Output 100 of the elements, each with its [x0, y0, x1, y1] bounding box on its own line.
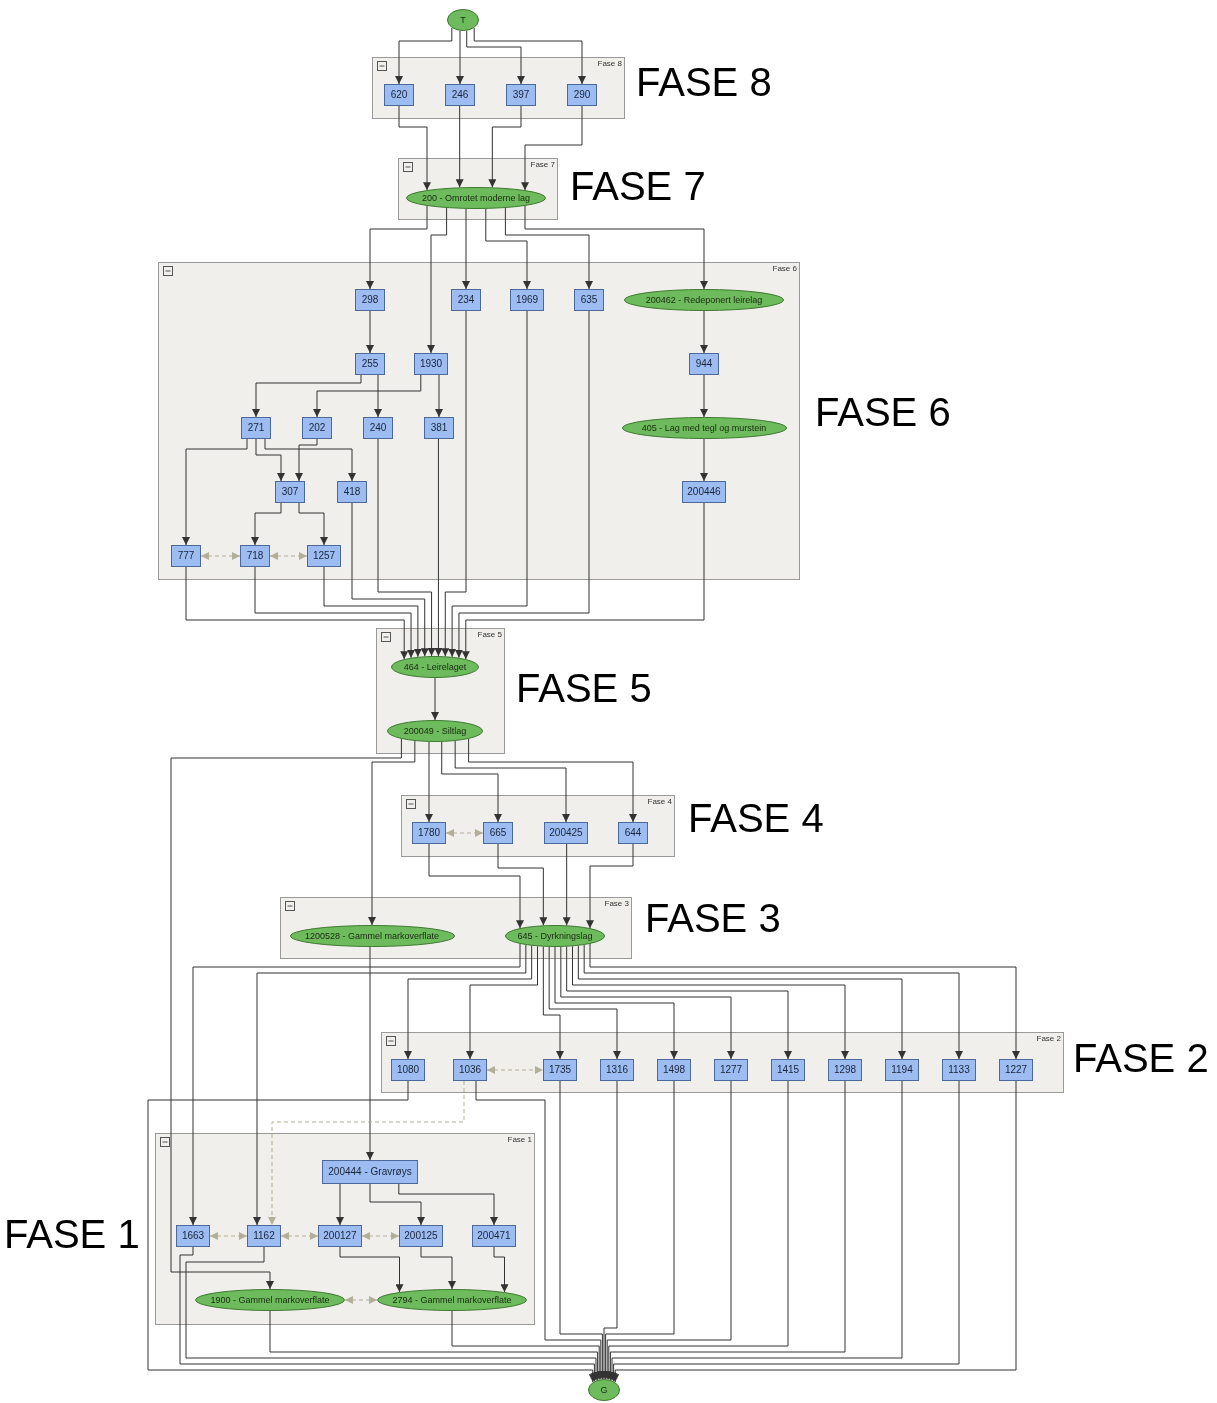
unit-ellipse: 200 - Omrotet moderne lag	[406, 187, 546, 209]
unit-box: 298	[355, 289, 385, 311]
arrow	[427, 207, 448, 354]
arrow	[189, 943, 521, 1226]
phase-label: Fase 3	[604, 900, 629, 908]
phase-heading: FASE 7	[570, 166, 706, 206]
arrow	[369, 1183, 425, 1226]
unit-box: 1162	[247, 1225, 281, 1247]
arrow	[466, 30, 525, 85]
arrow	[254, 566, 416, 659]
dashed-double-arrow	[361, 1232, 400, 1240]
unit-box: 397	[506, 84, 536, 106]
unit-box: 1735	[543, 1059, 577, 1081]
dashed-arrow	[268, 1080, 465, 1226]
unit-ellipse: 645 - Dyrkningslag	[505, 925, 605, 947]
arrow	[524, 205, 708, 290]
unit-box: 944	[689, 353, 719, 375]
arrow	[252, 374, 362, 418]
arrow	[434, 438, 443, 657]
dashed-double-arrow	[445, 829, 484, 837]
phase-label: Fase 4	[647, 798, 672, 806]
unit-box: 1194	[885, 1059, 919, 1081]
phase-heading: FASE 1	[4, 1214, 140, 1254]
arrow	[521, 105, 583, 191]
arrow	[374, 374, 382, 418]
dashed-double-arrow	[269, 552, 308, 560]
arrow	[313, 374, 422, 418]
unit-box: 1277	[714, 1059, 748, 1081]
arrow	[554, 946, 678, 1060]
arrow	[398, 105, 431, 191]
arrow	[600, 1080, 618, 1380]
unit-ellipse: 1200528 - Gammel markoverflate	[289, 925, 455, 947]
phase-heading: FASE 3	[645, 898, 781, 938]
arrow	[461, 502, 705, 660]
phase-label: Fase 6	[772, 265, 797, 273]
unit-box: 1969	[510, 289, 544, 311]
unit-ellipse: 464 - Leirelaget	[391, 656, 479, 678]
arrow	[264, 438, 356, 482]
unit-box: 290	[567, 84, 597, 106]
arrow	[589, 943, 1020, 1060]
unit-box: 1133	[942, 1059, 976, 1081]
unit-box: 200446	[682, 481, 726, 503]
arrow	[295, 438, 318, 482]
arrow	[493, 1246, 509, 1293]
arrow	[366, 205, 428, 290]
arrow	[454, 740, 570, 823]
arrow	[441, 310, 467, 657]
arrow	[548, 946, 621, 1060]
arrow	[454, 310, 590, 659]
arrow	[603, 1080, 732, 1380]
unit-box: 200425	[544, 822, 588, 844]
unit-box: 1080	[391, 1059, 425, 1081]
unit-box: 200127	[318, 1225, 362, 1247]
phase-label: Fase 8	[597, 60, 622, 68]
arrow	[572, 945, 849, 1060]
arrow	[488, 105, 522, 188]
arrow	[455, 105, 464, 188]
dashed-double-arrow	[486, 1066, 544, 1074]
arrow	[435, 374, 443, 418]
unit-box: 1316	[600, 1059, 634, 1081]
arrow	[398, 1183, 498, 1226]
unit-box: 1298	[828, 1059, 862, 1081]
arrow	[395, 27, 453, 85]
unit-box: 271	[241, 417, 271, 439]
unit-box: 1663	[176, 1225, 210, 1247]
arrow	[462, 208, 470, 290]
arrow	[339, 1246, 404, 1293]
arrow	[566, 946, 792, 1060]
unit-box: 665	[483, 822, 513, 844]
phase-heading: FASE 2	[1073, 1038, 1209, 1078]
phase-label: Fase 2	[1036, 1035, 1061, 1043]
unit-box: 200125	[399, 1225, 443, 1247]
unit-box: 777	[171, 545, 201, 567]
phase-label: Fase 5	[477, 631, 502, 639]
arrow	[456, 30, 464, 85]
unit-ellipse: G	[588, 1379, 620, 1401]
arrow	[560, 946, 735, 1060]
phase-heading: FASE 5	[516, 668, 652, 708]
unit-box: 1036	[453, 1059, 487, 1081]
unit-box: 1930	[414, 353, 448, 375]
arrow	[504, 207, 593, 290]
arrow	[253, 944, 527, 1226]
arrow	[336, 1183, 344, 1226]
arrow	[700, 310, 708, 354]
arrow	[497, 843, 548, 926]
arrow	[420, 1246, 456, 1290]
arrow	[700, 438, 708, 482]
unit-box: 1780	[412, 822, 446, 844]
unit-ellipse: 2794 - Gammel markoverflate	[377, 1289, 527, 1311]
unit-box: 718	[240, 545, 270, 567]
phase-heading: FASE 8	[636, 62, 772, 102]
arrow	[542, 946, 564, 1060]
arrow	[366, 310, 374, 354]
arrow	[700, 374, 708, 418]
unit-box: 246	[445, 84, 475, 106]
unit-box: 620	[384, 84, 414, 106]
unit-box: 200444 - Gravrøys	[322, 1160, 418, 1184]
unit-box: 234	[451, 289, 481, 311]
arrow	[351, 502, 429, 657]
phase-label: Fase 7	[530, 161, 555, 169]
